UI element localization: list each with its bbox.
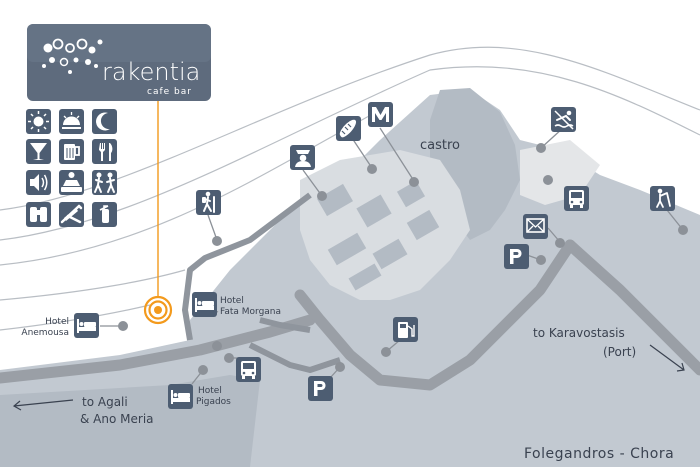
- bus-icon-lower[interactable]: [236, 357, 261, 382]
- bus-icon[interactable]: [564, 186, 589, 211]
- dj-icon: [59, 170, 84, 195]
- hotel-fata-morgana-label-2: Fata Morgana: [220, 307, 281, 317]
- cutlery-icon: [92, 139, 117, 164]
- hotel-icon-fata-morgana[interactable]: [192, 292, 217, 317]
- binoculars-icon: [26, 202, 51, 227]
- arrow-left-icon: [12, 399, 74, 411]
- extinguisher-icon: [92, 202, 117, 227]
- to-karavostasis-label-2: (Port): [603, 345, 636, 359]
- amenity-icons: [26, 109, 117, 227]
- direction-arrows: [12, 344, 685, 411]
- hotel-anemousa-label-2: Anemousa: [21, 328, 69, 338]
- metro-icon[interactable]: [368, 102, 393, 127]
- mail-icon[interactable]: [523, 214, 548, 239]
- place-name-label: Folegandros - Chora: [524, 446, 674, 462]
- logo-tagline: cafe bar: [147, 87, 192, 97]
- no-swimming-icon[interactable]: [551, 107, 576, 132]
- parking-icon[interactable]: [504, 244, 529, 269]
- arrow-down-right-icon: [649, 344, 685, 372]
- roads: [0, 192, 700, 391]
- hotel-icon-pigados[interactable]: [168, 384, 193, 409]
- hotel-anemousa-label-1: Hotel: [45, 317, 69, 327]
- sun-icon: [26, 109, 51, 134]
- speaker-icon: [26, 170, 51, 195]
- logo-name: rakentia: [102, 58, 200, 86]
- to-agali-label-2: & Ano Meria: [80, 412, 154, 426]
- to-agali-label-1: to Agali: [82, 395, 128, 409]
- town-area: [0, 88, 700, 467]
- police-icon[interactable]: [290, 145, 315, 170]
- bakery-icon[interactable]: [336, 116, 361, 141]
- deckchair-icon: [59, 202, 84, 227]
- golf-icon[interactable]: [650, 186, 675, 211]
- hotel-pigados-label-1: Hotel: [198, 386, 222, 396]
- sunset-icon: [59, 109, 84, 134]
- hotel-pigados-label-2: Pigados: [196, 397, 231, 407]
- to-karavostasis-label-1: to Karavostasis: [533, 326, 625, 340]
- parking-icon-lower[interactable]: [308, 376, 333, 401]
- fuel-icon[interactable]: [393, 317, 418, 342]
- location-dots: [118, 143, 688, 375]
- beer-icon: [59, 139, 84, 164]
- rakentia-location-pin[interactable]: [143, 100, 173, 325]
- castro-label: castro: [420, 138, 460, 153]
- hiker-icon[interactable]: [196, 190, 221, 215]
- cocktail-icon: [26, 139, 51, 164]
- logo-mark-icon: [42, 38, 103, 74]
- hotel-icon-anemousa[interactable]: [74, 313, 99, 338]
- map-labels: castro Hotel Anemousa Hotel Fata Morgana…: [21, 138, 674, 462]
- rakentia-logo[interactable]: rakentia cafe bar: [27, 24, 211, 101]
- hotel-fata-morgana-label-1: Hotel: [220, 296, 244, 306]
- moon-icon: [92, 109, 117, 134]
- map-icons: [74, 102, 675, 409]
- dancing-icon: [92, 170, 117, 195]
